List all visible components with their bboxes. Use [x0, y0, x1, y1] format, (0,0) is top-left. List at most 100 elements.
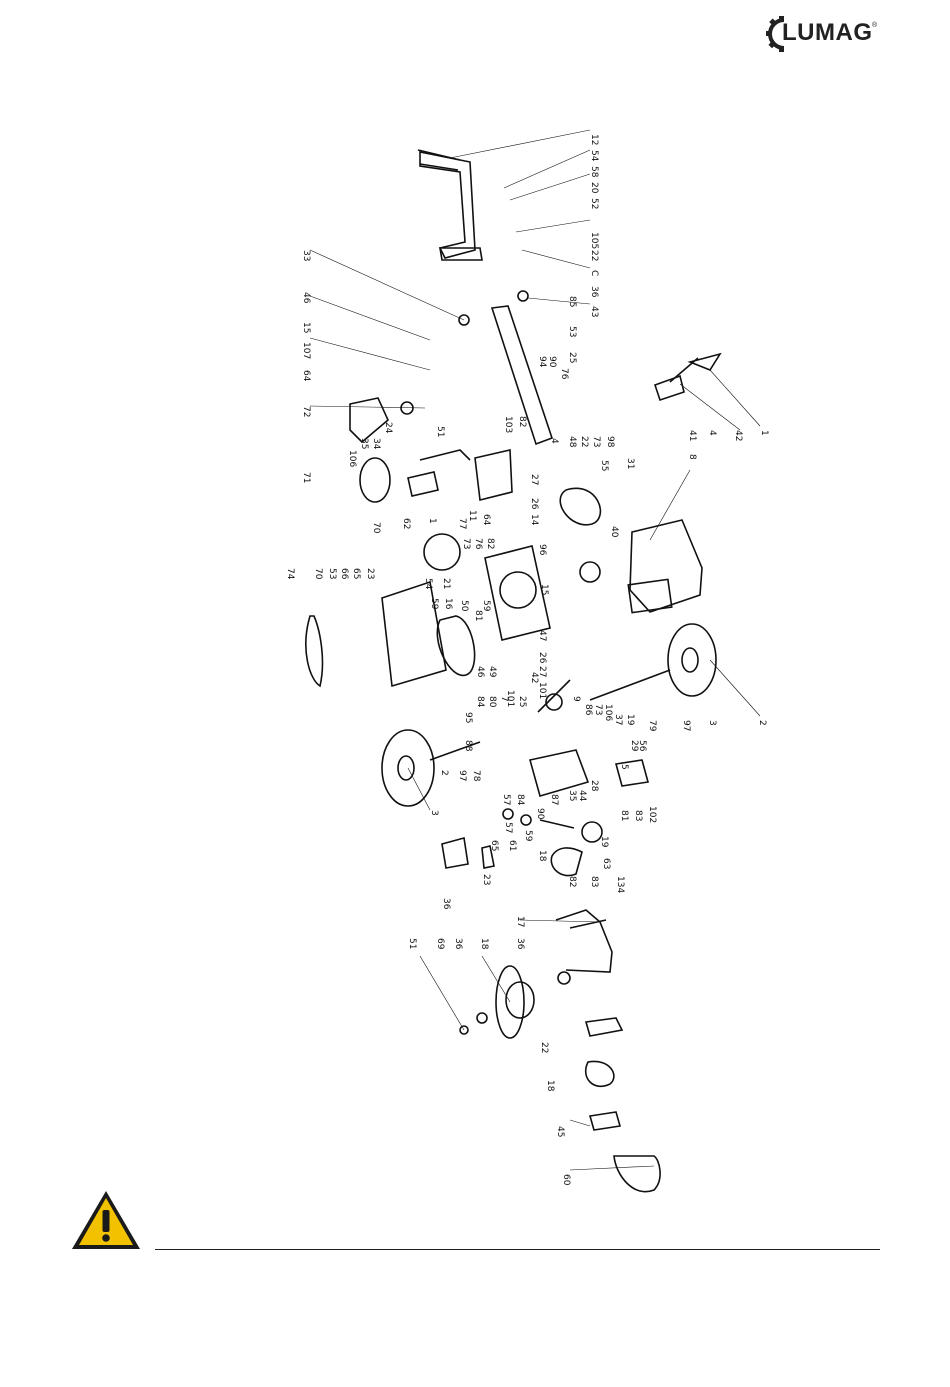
part-label: 36: [441, 898, 451, 910]
part-label: 106: [347, 450, 357, 467]
part-label: 33: [301, 250, 311, 261]
part-label: 4: [549, 438, 559, 444]
part-label: 76: [473, 538, 483, 550]
guard-plate: [474, 449, 513, 501]
part-label: 57: [501, 794, 511, 805]
registered-mark: ®: [872, 22, 878, 29]
part-label: 23: [365, 568, 375, 579]
part-label: 4: [707, 430, 717, 436]
part-label: 44: [577, 790, 587, 802]
part-label: 45: [555, 1126, 565, 1137]
tine-hub: [505, 981, 535, 1019]
part-label: 94: [537, 356, 547, 368]
part-label: 22: [589, 250, 599, 261]
wheel-left: [381, 729, 435, 807]
part-label: 9: [571, 696, 581, 702]
part-label: 46: [301, 292, 311, 304]
part-label: 65: [351, 568, 361, 579]
mounting-bracket: [588, 1111, 622, 1131]
part-label: 47: [537, 630, 547, 641]
part-label: 25: [567, 352, 577, 363]
part-label: 59: [523, 830, 533, 842]
part-label: 34: [371, 438, 381, 450]
part-label: 83: [633, 810, 643, 821]
part-label: 53: [567, 326, 577, 337]
belt-cable: [559, 487, 602, 526]
part-label: 29: [629, 740, 639, 752]
part-label: 81: [619, 810, 629, 821]
part-label: 70: [313, 568, 323, 580]
part-label: 103: [503, 416, 513, 433]
part-label: 51: [435, 426, 445, 437]
part-label: 84: [515, 794, 525, 806]
part-label: 12: [589, 134, 599, 145]
part-label: 102: [647, 806, 657, 823]
cable-grip: [419, 449, 471, 461]
part-label: 107: [301, 342, 311, 359]
part-label: 71: [301, 472, 311, 483]
part-label: 1: [427, 518, 437, 524]
wheel-left-hub: [397, 755, 415, 781]
brand-name: LUMAG: [782, 19, 873, 46]
part-label: 79: [647, 720, 657, 732]
part-label: 63: [601, 858, 611, 869]
part-label: 26: [537, 652, 547, 664]
knob: [458, 314, 470, 326]
part-label: 85: [567, 296, 577, 307]
part-label: 81: [473, 610, 483, 621]
lower-gear: [581, 821, 603, 843]
part-label: 37: [613, 714, 623, 725]
part-label: 52: [589, 198, 599, 209]
depth-bar: [584, 1017, 624, 1037]
part-label: 27: [529, 474, 539, 485]
part-label: 95: [463, 712, 473, 723]
wheel-right-hub: [681, 647, 699, 673]
part-label: 80: [487, 696, 497, 708]
part-label: 21: [441, 578, 451, 589]
part-label: 18: [479, 938, 489, 950]
part-label: 58: [589, 166, 599, 178]
part-label: 87: [549, 794, 559, 805]
part-label: 73: [591, 436, 601, 447]
part-label: 40: [609, 526, 619, 538]
part-label: 62: [401, 518, 411, 529]
part-label: 134: [615, 876, 625, 893]
part-label: 59: [481, 600, 491, 612]
pulley-wheel: [579, 561, 601, 583]
part-label: 82: [485, 538, 495, 549]
part-label: 3: [429, 810, 439, 816]
pulley-handle: [407, 471, 439, 497]
part-label: 61: [507, 840, 517, 851]
washer-36: [557, 971, 571, 985]
tiller-frame: [555, 909, 613, 973]
belt-housing: [484, 545, 551, 641]
part-label: 36: [515, 938, 525, 950]
leader-lines: [309, 129, 761, 1171]
bolt-51: [459, 1025, 469, 1035]
axle-right: [589, 669, 671, 701]
part-label: 54: [423, 578, 433, 590]
part-label: 27: [537, 666, 547, 677]
gearbox: [529, 749, 590, 797]
part-label: 18: [545, 1080, 555, 1092]
part-label: C: [589, 270, 599, 276]
part-label: 19: [599, 836, 609, 848]
part-label: 84: [475, 696, 485, 708]
bracket-right: [614, 759, 650, 787]
wheel-assembly: [585, 1060, 615, 1087]
part-label: 105: [589, 232, 599, 249]
part-label: 73: [593, 704, 603, 715]
part-label: 98: [605, 436, 615, 448]
part-label: 16: [443, 598, 453, 610]
lower-spacer: [502, 808, 514, 820]
cylinder-18: [550, 847, 583, 877]
axle-left: [429, 741, 481, 761]
bracket-left: [349, 397, 389, 444]
nut-69: [476, 1012, 488, 1024]
part-label: 18: [537, 850, 547, 862]
part-label: 35: [567, 790, 577, 801]
part-label: 49: [487, 666, 497, 678]
part-label: 73: [461, 538, 471, 549]
part-label: 43: [589, 306, 599, 317]
handle-grip-left: [417, 149, 461, 171]
